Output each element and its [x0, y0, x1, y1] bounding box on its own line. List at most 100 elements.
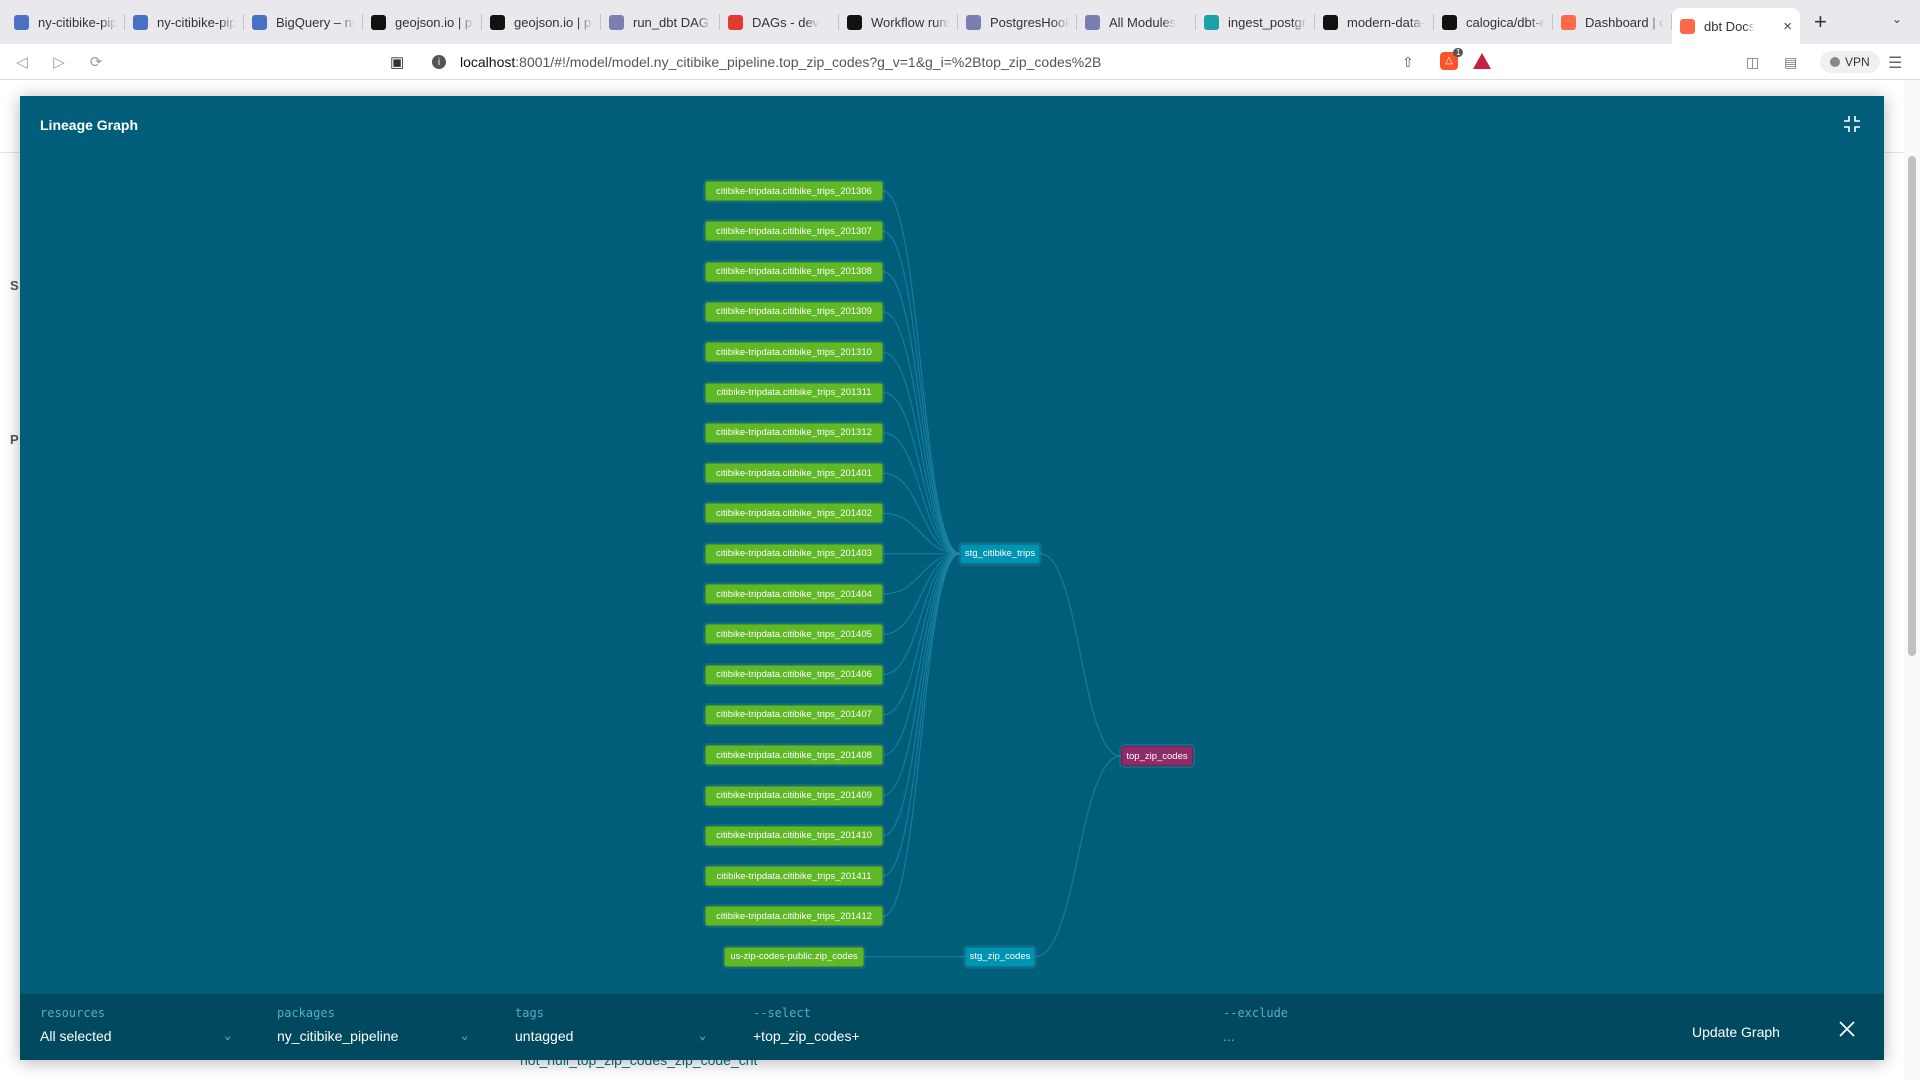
- browser-tab[interactable]: BigQuery – ny-: [244, 6, 363, 38]
- stg-zip-codes-node[interactable]: stg_zip_codes: [965, 946, 1035, 967]
- browser-tab[interactable]: ingest_postgre: [1196, 6, 1315, 38]
- tab-close-icon[interactable]: ×: [1783, 17, 1792, 35]
- browser-tab[interactable]: geojson.io | po: [363, 6, 482, 38]
- close-icon[interactable]: [1838, 1020, 1856, 1038]
- lineage-edge: [882, 553, 961, 917]
- lineage-edge: [882, 432, 961, 555]
- tab-title: dbt Docs: [1704, 18, 1756, 34]
- bookmark-icon[interactable]: ▣: [390, 54, 405, 71]
- tab-title: ny-citibike-pipe: [157, 14, 236, 30]
- brave-rewards-icon[interactable]: [1473, 53, 1491, 69]
- citibike-source-node[interactable]: citibike-tripdata.citibike_trips_201312: [705, 422, 883, 443]
- tab-list-icon[interactable]: ⌄: [1891, 12, 1902, 26]
- citibike-source-node[interactable]: citibike-tripdata.citibike_trips_201410: [705, 825, 883, 846]
- update-graph-button[interactable]: Update Graph: [1692, 1024, 1780, 1040]
- exclude-input[interactable]: --exclude ...: [1223, 1006, 1643, 1044]
- airflow-icon: [609, 14, 624, 30]
- new-tab-icon[interactable]: +: [1814, 9, 1827, 34]
- modal-title: Lineage Graph: [40, 117, 139, 133]
- top-zip-codes-node[interactable]: top_zip_codes: [1121, 746, 1193, 766]
- site-info-icon[interactable]: i: [432, 55, 446, 69]
- browser-tab[interactable]: run_dbt DAG –: [601, 6, 720, 38]
- github-icon: [1442, 14, 1457, 30]
- packages-value: ny_citibike_pipeline: [277, 1028, 399, 1044]
- browser-menu-icon[interactable]: ☰: [1888, 55, 1903, 72]
- tab-title: BigQuery – ny-: [276, 14, 355, 30]
- browser-tab[interactable]: calogica/dbt-e: [1434, 6, 1553, 38]
- citibike-source-node[interactable]: citibike-tripdata.citibike_trips_201310: [705, 342, 883, 363]
- select-label: --select: [753, 1006, 811, 1020]
- citibike-source-node[interactable]: citibike-tripdata.citibike_trips_201402: [705, 503, 883, 524]
- airflow-icon: [1085, 14, 1100, 30]
- reload-icon[interactable]: ⟳: [89, 53, 103, 71]
- brave-shield-icon[interactable]: △: [1440, 52, 1458, 70]
- tab-title: DAGs - dev: [752, 14, 820, 30]
- citibike-source-node[interactable]: citibike-tripdata.citibike_trips_201311: [705, 382, 883, 403]
- browser-tab[interactable]: Workflow runs: [839, 6, 958, 38]
- brave-shield-count: 1: [1453, 48, 1464, 57]
- browser-toolbar: ◁ ▷ ⟳ ▣ i localhost:8001/#!/model/model.…: [0, 44, 1920, 80]
- lineage-edges: [864, 190, 1122, 958]
- forward-icon[interactable]: ▷: [53, 53, 65, 71]
- page-scrollbar-thumb[interactable]: [1908, 156, 1916, 656]
- share-icon[interactable]: ⇧: [1402, 54, 1414, 70]
- tags-selector[interactable]: tags untagged ⌄: [515, 1006, 715, 1044]
- citibike-source-node[interactable]: citibike-tripdata.citibike_trips_201408: [705, 745, 883, 766]
- dataflow-icon: [133, 14, 148, 30]
- address-bar[interactable]: i localhost:8001/#!/model/model.ny_citib…: [420, 47, 1500, 77]
- packages-selector[interactable]: packages ny_citibike_pipeline ⌄: [277, 1006, 477, 1044]
- lineage-edge: [882, 472, 961, 555]
- vpn-label: VPN: [1845, 55, 1870, 69]
- stg-citibike-trips-node[interactable]: stg_citibike_trips: [960, 543, 1040, 564]
- tab-active[interactable]: dbt Docs ×: [1672, 8, 1800, 44]
- lineage-edge: [882, 553, 961, 676]
- selector-bar: resources All selected ⌄ packages ny_cit…: [20, 994, 1884, 1060]
- wallet-icon[interactable]: ▤: [1784, 54, 1798, 70]
- browser-tab[interactable]: ny-citibike-pipe: [6, 6, 125, 38]
- lineage-edge: [882, 391, 961, 555]
- url-path: :8001/#!/model/model.ny_citibike_pipelin…: [515, 54, 1102, 70]
- collapse-icon[interactable]: [1842, 114, 1862, 134]
- tags-value: untagged: [515, 1028, 574, 1044]
- zip-codes-source-node[interactable]: us-zip-codes-public.zip_codes: [724, 946, 864, 967]
- resources-selector[interactable]: resources All selected ⌄: [40, 1006, 240, 1044]
- browser-tab[interactable]: PostgresHook: [958, 6, 1077, 38]
- sidebar-toggle-icon[interactable]: ◫: [1746, 54, 1760, 70]
- dashboard-icon: [14, 14, 29, 30]
- browser-tab[interactable]: modern-data-: [1315, 6, 1434, 38]
- select-input[interactable]: --select +top_zip_codes+: [753, 1006, 1193, 1044]
- browser-tab[interactable]: DAGs - dev: [720, 6, 839, 38]
- citibike-source-node[interactable]: citibike-tripdata.citibike_trips_201404: [705, 584, 883, 604]
- citibike-source-node[interactable]: citibike-tripdata.citibike_trips_201403: [705, 543, 883, 564]
- page-partial-text: P: [10, 432, 19, 447]
- citibike-source-node[interactable]: citibike-tripdata.citibike_trips_201401: [705, 463, 883, 484]
- citibike-source-node[interactable]: citibike-tripdata.citibike_trips_201411: [705, 866, 883, 887]
- lineage-edge: [882, 311, 961, 555]
- citibike-source-node[interactable]: citibike-tripdata.citibike_trips_201406: [705, 664, 883, 685]
- citibike-source-node[interactable]: citibike-tripdata.citibike_trips_201306: [705, 181, 883, 201]
- resources-value: All selected: [40, 1028, 112, 1044]
- citibike-source-node[interactable]: citibike-tripdata.citibike_trips_201409: [705, 785, 883, 806]
- tab-title: ny-citibike-pipe: [38, 14, 117, 30]
- lineage-edge: [882, 553, 961, 756]
- browser-tab[interactable]: Dashboard | db: [1553, 6, 1672, 38]
- citibike-source-node[interactable]: citibike-tripdata.citibike_trips_201308: [705, 261, 883, 282]
- citibike-source-node[interactable]: citibike-tripdata.citibike_trips_201405: [705, 624, 883, 645]
- packages-label: packages: [277, 1006, 335, 1020]
- citibike-source-node[interactable]: citibike-tripdata.citibike_trips_201307: [705, 221, 883, 242]
- back-icon[interactable]: ◁: [16, 53, 28, 71]
- citibike-source-node[interactable]: citibike-tripdata.citibike_trips_201309: [705, 301, 883, 322]
- vpn-button[interactable]: VPN: [1820, 51, 1880, 73]
- lineage-edge: [882, 553, 961, 635]
- citibike-source-node[interactable]: citibike-tripdata.citibike_trips_201412: [705, 906, 883, 927]
- browser-tab[interactable]: geojson.io | po: [482, 6, 601, 38]
- lineage-edge: [882, 230, 961, 555]
- lineage-edge: [882, 351, 961, 555]
- browser-tab[interactable]: All Modules: [1077, 6, 1196, 38]
- tab-title: geojson.io | po: [395, 14, 474, 30]
- lineage-edge: [882, 553, 961, 595]
- tab-title: ingest_postgre: [1228, 14, 1307, 30]
- citibike-source-node[interactable]: citibike-tripdata.citibike_trips_201407: [705, 704, 883, 725]
- browser-tab[interactable]: ny-citibike-pipe: [125, 6, 244, 38]
